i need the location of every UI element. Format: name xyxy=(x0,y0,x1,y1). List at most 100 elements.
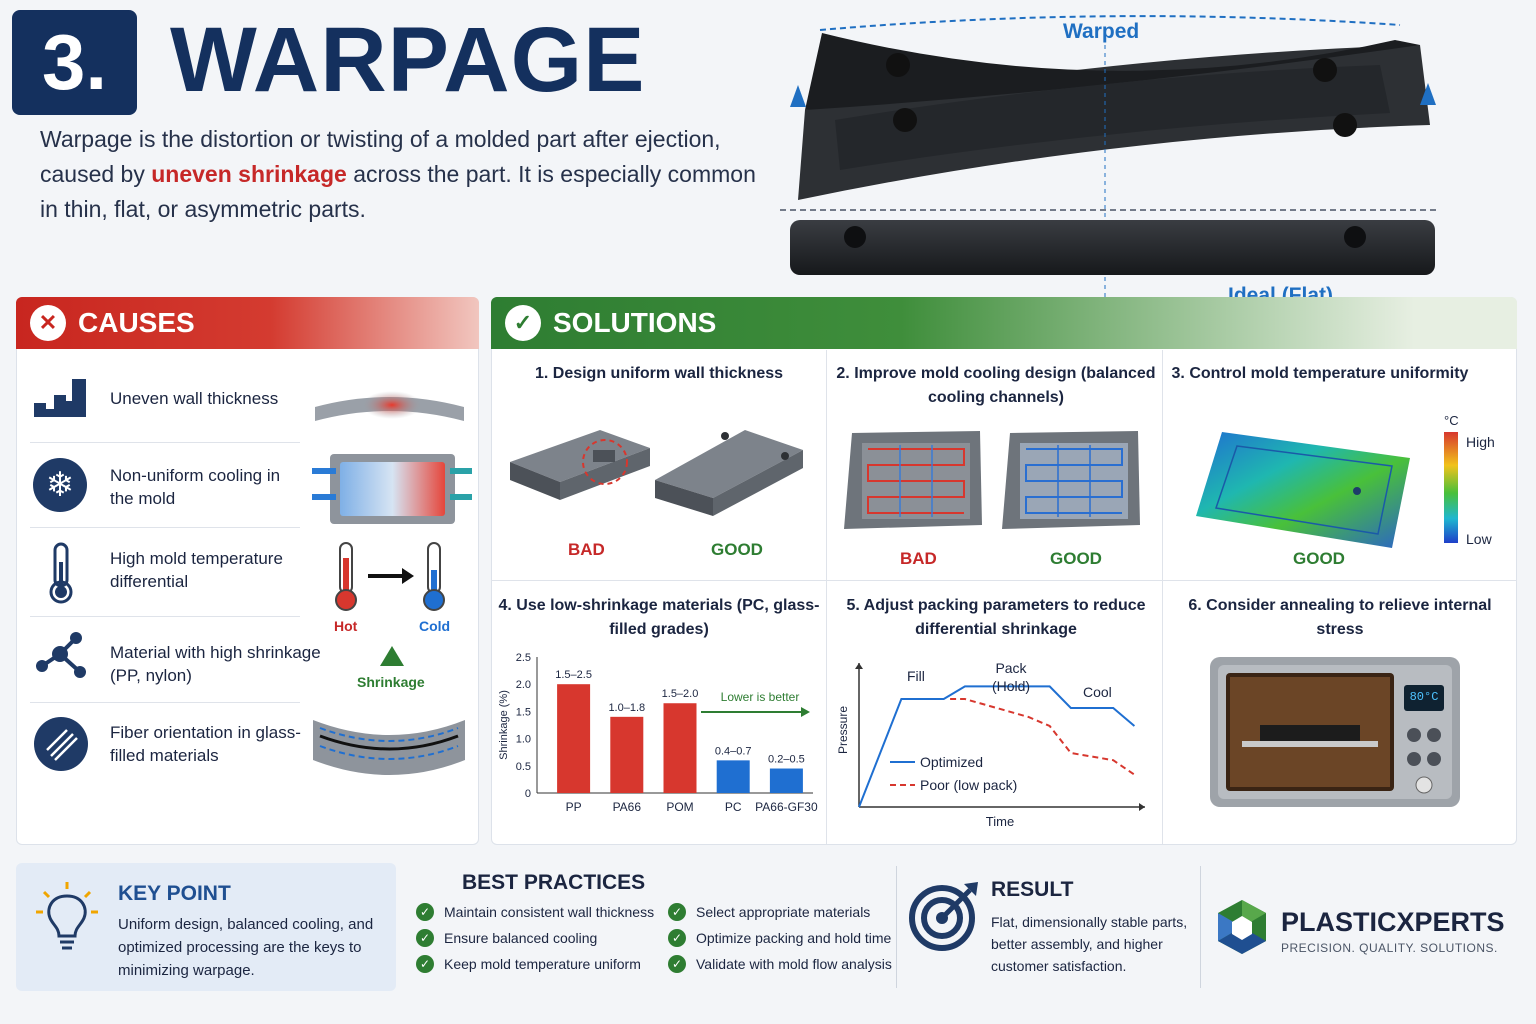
bar-steps-icon xyxy=(34,379,86,417)
boss-hole xyxy=(1313,58,1337,82)
mold-temperature-map xyxy=(1196,432,1410,548)
y-axis-label: Shrinkage (%) xyxy=(498,690,510,760)
y-tick-label: 0.5 xyxy=(516,761,531,773)
annotation-arrow-head xyxy=(801,707,810,717)
intro-text-end: across the part. It is especially common… xyxy=(40,161,756,222)
uneven-wall-illustration xyxy=(315,391,464,421)
solution-2-title: 2. Improve mold cooling design (balanced… xyxy=(836,365,1156,406)
bar xyxy=(663,703,697,793)
section-number: 3. xyxy=(41,18,108,106)
hot-to-cold-illustration xyxy=(335,542,445,611)
legend-label: Optimized xyxy=(920,754,983,770)
x-tick-label: PC xyxy=(725,800,742,814)
page-title: WARPAGE xyxy=(170,9,646,111)
solution-4-title: 4. Use low-shrinkage materials (PC, glas… xyxy=(498,597,820,638)
warp-arrow-right xyxy=(1420,83,1436,105)
warped-label: Warped xyxy=(1063,20,1140,43)
solution-5-title: 5. Adjust packing parameters to reduce d… xyxy=(846,597,1146,638)
warped-part-rim xyxy=(805,33,1420,110)
brand-tagline: PRECISION. QUALITY. SOLUTIONS. xyxy=(1281,941,1498,955)
best-practice-item: ✓Optimize packing and hold time xyxy=(668,929,892,947)
best-practice-item: ✓Keep mold temperature uniform xyxy=(416,955,654,973)
flat-part xyxy=(790,220,1435,275)
fiber-icon xyxy=(34,717,88,771)
warped-part-inner xyxy=(835,65,1390,170)
thermometer-icon xyxy=(49,542,73,604)
y-tick-label: 2.5 xyxy=(516,652,531,664)
phase-label-fill: Fill xyxy=(907,668,925,684)
warp-curve-line xyxy=(819,15,1401,31)
phase-label-pack: Pack xyxy=(995,660,1027,676)
x-axis-label: Time xyxy=(986,814,1014,829)
best-practice-text: Validate with mold flow analysis xyxy=(696,956,892,972)
solution-6-title: 6. Consider annealing to relieve interna… xyxy=(1188,597,1492,638)
y-tick-label: 2.0 xyxy=(516,679,531,691)
solution-1-title: 1. Design uniform wall thickness xyxy=(534,365,784,382)
solution-1-good: GOOD xyxy=(711,540,763,559)
close-icon: ✕ xyxy=(30,305,66,341)
bar xyxy=(716,760,750,793)
key-point-title: KEY POINT xyxy=(118,882,231,905)
brand-hexagon-logo xyxy=(1218,900,1266,954)
bar-data-label: 1.5–2.5 xyxy=(555,669,592,681)
intro-highlight: uneven shrinkage xyxy=(151,161,347,187)
cause-fiber-orientation: Fiber orientation in glass-filled materi… xyxy=(110,723,301,765)
solutions-col-divider xyxy=(1162,350,1163,844)
oven-display: 80°C xyxy=(1409,690,1439,704)
best-practices-right: ✓ Select appropriate materials ✓Optimize … xyxy=(668,903,892,973)
solutions-row-divider xyxy=(491,580,1517,581)
footer-divider xyxy=(896,866,897,988)
cause-divider xyxy=(30,616,300,617)
intro-paragraph: Warpage is the distortion or twisting of… xyxy=(40,122,780,227)
flat-part-hole xyxy=(1344,226,1366,248)
check-icon: ✓ xyxy=(668,903,686,921)
best-practice-text: Keep mold temperature uniform xyxy=(444,956,641,972)
hot-label: Hot xyxy=(334,618,358,634)
best-practice-item: ✓Maintain consistent wall thickness xyxy=(416,903,654,921)
y-tick-label: 1.5 xyxy=(516,706,531,718)
bar-data-label: 0.2–0.5 xyxy=(768,754,805,766)
best-practice-item: ✓ Select appropriate materials xyxy=(668,903,892,921)
bar xyxy=(769,768,803,793)
x-tick-label: PP xyxy=(566,800,582,814)
scale-low-label: Low xyxy=(1466,531,1492,547)
cause-divider xyxy=(30,527,300,528)
fiber-orientation-illustration xyxy=(313,720,465,775)
solutions-title: SOLUTIONS xyxy=(553,307,717,338)
brand-name: PLASTICXPERTS xyxy=(1281,907,1505,937)
series-line xyxy=(858,685,1136,808)
y-tick-label: 0 xyxy=(525,788,531,800)
warp-arrow-left xyxy=(790,85,806,107)
best-practices-title: BEST PRACTICES xyxy=(462,871,646,894)
snowflake-icon: ❄ xyxy=(33,458,87,512)
best-practices-left: ✓Maintain consistent wall thickness ✓Ens… xyxy=(416,903,654,973)
cooling-mold-illustration xyxy=(312,454,472,524)
lightbulb-icon xyxy=(36,882,98,950)
solutions-header: ✓ SOLUTIONS xyxy=(491,297,1517,349)
best-practice-item: ✓Ensure balanced cooling xyxy=(416,929,654,947)
x-tick-label: PA66-GF30 xyxy=(755,800,818,814)
temperature-color-scale xyxy=(1444,432,1458,543)
solution-1-bad: BAD xyxy=(568,540,605,559)
flat-part-hole xyxy=(844,226,866,248)
bar-data-label: 1.0–1.8 xyxy=(608,702,645,714)
boss-hole xyxy=(886,53,910,77)
wall-thickness-parts xyxy=(510,430,803,516)
key-point-text: Uniform design, balanced cooling, and op… xyxy=(118,916,374,979)
solution-2-good: GOOD xyxy=(1050,549,1102,568)
best-practice-text: Ensure balanced cooling xyxy=(444,930,598,946)
check-circle-icon: ✓ xyxy=(505,305,541,341)
annealing-oven-icon xyxy=(1210,657,1460,807)
causes-panel xyxy=(16,297,479,845)
best-practice-text: Select appropriate materials xyxy=(696,904,871,920)
y-axis-label: Pressure xyxy=(836,706,850,754)
bar-data-label: 1.5–2.0 xyxy=(662,688,699,700)
phase-label-cool: Cool xyxy=(1083,684,1112,700)
cause-non-uniform-cooling: Non-uniform cooling in the mold xyxy=(110,466,281,508)
shrinkage-triangle-icon xyxy=(380,646,404,666)
best-practice-item: ✓Validate with mold flow analysis xyxy=(668,955,892,973)
cold-label: Cold xyxy=(419,618,451,634)
cause-divider xyxy=(30,442,300,443)
series-line xyxy=(950,698,1135,776)
